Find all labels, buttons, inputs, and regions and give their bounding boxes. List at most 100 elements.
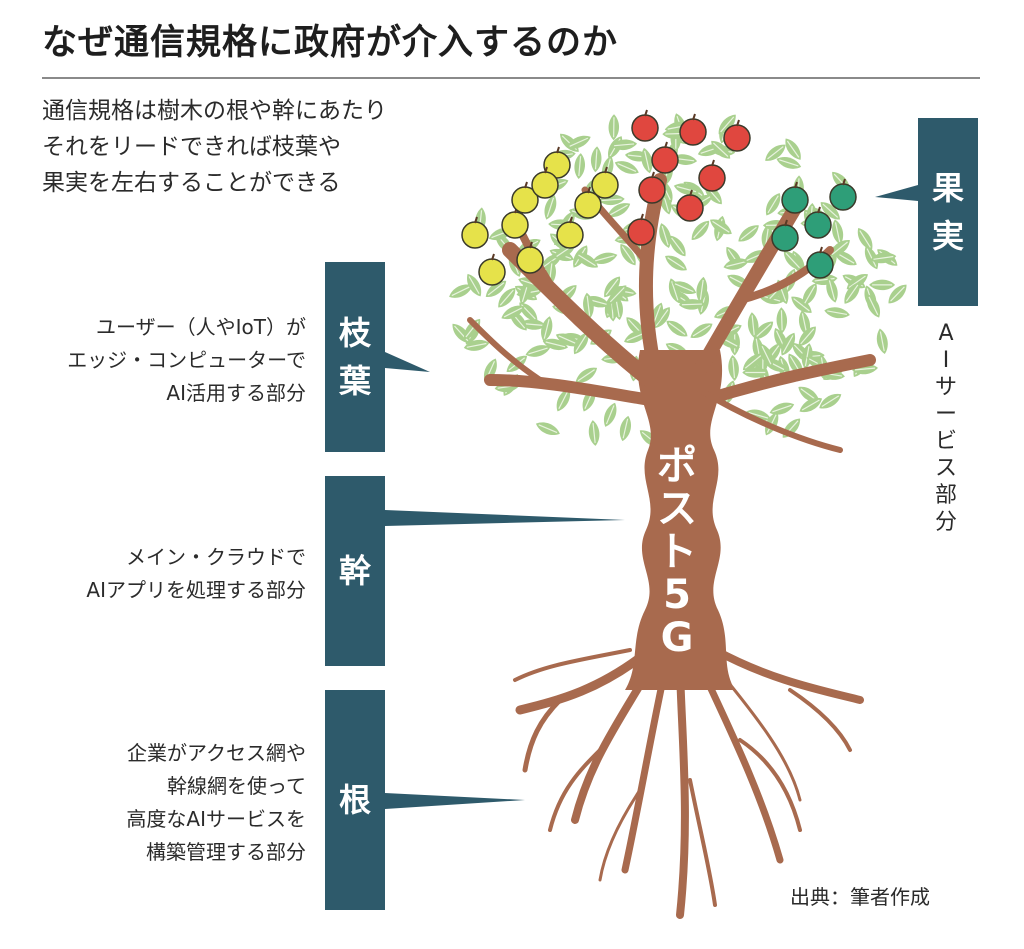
leaf (616, 414, 635, 443)
apple (461, 221, 489, 249)
leaf (874, 326, 891, 356)
apple (516, 246, 544, 274)
apple-stem (842, 178, 846, 186)
vchar: ビ (934, 429, 957, 454)
source-credit: 出典：筆者作成 (790, 885, 930, 909)
box-char: 果 (931, 169, 964, 207)
pointer-lines (385, 185, 918, 809)
apple (501, 211, 529, 239)
apple-stem (711, 159, 715, 167)
apple-stem (784, 219, 788, 227)
apple (723, 124, 751, 152)
apple-stem (604, 166, 608, 174)
vchar: ー (934, 402, 957, 427)
vchar: ス (934, 456, 957, 481)
vchar: サ (934, 375, 957, 400)
apple (806, 251, 834, 279)
fruit-description: A I サ ー ビ ス 部 分 (928, 320, 964, 536)
leaf (607, 113, 620, 141)
apple (771, 224, 799, 252)
apple (591, 171, 619, 199)
box-char: 根 (338, 781, 371, 819)
apple-stem (651, 171, 655, 179)
intro-line: 通信規格は樹木の根や幹にあたり (42, 98, 387, 124)
leaf (868, 279, 896, 291)
fruit-cluster (461, 109, 857, 286)
apple (631, 114, 659, 142)
apple-stem (491, 253, 495, 261)
apple-stem (817, 206, 821, 214)
leaf (537, 314, 556, 344)
apple-stem (544, 166, 548, 174)
trunk-char: ポ (657, 443, 697, 489)
apple-stem (529, 241, 533, 249)
apple-stem (664, 141, 668, 149)
desc-line: 企業がアクセス網や (127, 741, 306, 765)
apple-stem (819, 246, 823, 254)
title-divider (42, 77, 980, 79)
apple (478, 258, 506, 286)
box-char: 枝 (338, 314, 371, 352)
apple (676, 194, 704, 222)
apple-stem (569, 216, 573, 224)
leaf (661, 251, 691, 276)
intro-line: 果実を左右することができる (42, 170, 341, 196)
apple (556, 221, 584, 249)
apple-stem (736, 119, 740, 127)
apple-stem (692, 113, 696, 121)
apple (679, 118, 707, 146)
apple-stem (524, 181, 528, 189)
trunk-char: ス (657, 486, 697, 532)
leaf (726, 353, 741, 383)
apple-stem (689, 189, 693, 197)
desc-line: AI活用する部分 (166, 381, 306, 405)
trunk-label: ポ ス ト 5 G (640, 445, 714, 660)
leaf (572, 152, 587, 181)
leaf (734, 220, 763, 247)
leaves-label-box: 枝 葉 (325, 262, 385, 452)
apple (829, 183, 857, 211)
desc-line: ユーザー（人やIoT）が (96, 315, 306, 339)
apple-stem (794, 181, 798, 189)
desc-line: エッジ・コンピューターで (67, 348, 306, 372)
apple (781, 186, 809, 214)
apple-stem (640, 213, 644, 221)
vchar: 分 (934, 510, 957, 535)
page-title: なぜ通信規格に政府が介入するのか (42, 23, 619, 63)
apple-stem (644, 109, 648, 117)
roots-label-box: 根 (325, 690, 385, 910)
box-char: 葉 (338, 362, 371, 400)
box-char: 幹 (338, 552, 371, 590)
intro-line: それをリードできれば枝葉や (42, 134, 341, 160)
apple (531, 171, 559, 199)
apple-stem (474, 216, 478, 224)
tree-roots (513, 645, 864, 919)
apple (698, 164, 726, 192)
desc-line: メイン・クラウドで (126, 545, 306, 569)
vchar: I (942, 348, 950, 373)
apple-stem (556, 146, 560, 154)
leaf (599, 400, 621, 430)
desc-line: 高度なAIサービスを (126, 807, 306, 831)
intro-text: 通信規格は樹木の根や幹にあたり それをリードできれば枝葉や 果実を左右することが… (42, 93, 387, 201)
leaf (589, 145, 603, 174)
apple-stem (587, 186, 591, 194)
vchar: A (938, 321, 954, 346)
trunk-label-box: 幹 (325, 476, 385, 666)
vchar: 部 (934, 483, 957, 508)
leaf (586, 418, 602, 448)
desc-line: 幹線網を使って (167, 774, 306, 798)
trunk-char: G (660, 615, 694, 661)
apple (638, 176, 666, 204)
apple (804, 211, 832, 239)
leaf (662, 316, 692, 342)
roots-description: 企業がアクセス網や 幹線網を使って 高度なAIサービスを 構築管理する部分 (126, 737, 306, 869)
leaf (822, 304, 852, 321)
trunk-description: メイン・クラウドで AIアプリを処理する部分 (86, 541, 306, 607)
box-char: 実 (931, 217, 964, 255)
leaves-description: ユーザー（人やIoT）が エッジ・コンピューターで AI活用する部分 (67, 311, 306, 410)
apple (627, 218, 655, 246)
fruit-label-box: 果 実 (918, 118, 978, 306)
trunk-char: 5 (663, 572, 691, 618)
